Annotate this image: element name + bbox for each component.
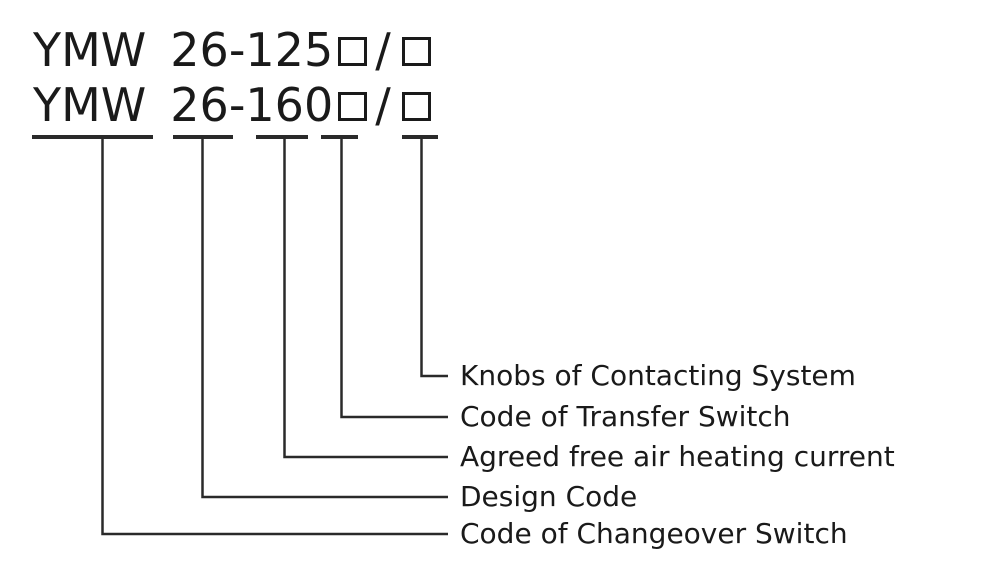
model-numbers: YMW 26-125 / YMW 26-160 /: [33, 23, 431, 133]
model-line-125: YMW 26-125 /: [33, 23, 431, 78]
label-code-of-transfer-switch: Code of Transfer Switch: [460, 400, 791, 433]
slash-separator: /: [375, 23, 391, 77]
placeholder-box-icon: [338, 37, 368, 66]
model-series-text: YMW: [33, 78, 147, 132]
branch-design-code: [201, 137, 448, 499]
model-series-text: YMW: [33, 23, 147, 77]
branch-knobs: [420, 137, 448, 378]
slash-separator: /: [375, 78, 391, 132]
branch-changeover-switch: [101, 137, 448, 536]
label-code-of-changeover-switch: Code of Changeover Switch: [460, 517, 848, 550]
placeholder-box-icon: [401, 92, 431, 121]
branch-transfer-switch: [340, 137, 448, 419]
branch-heating-current: [283, 137, 448, 459]
placeholder-box-icon: [338, 92, 368, 121]
model-line-160: YMW 26-160 /: [33, 78, 431, 133]
model-code-text: 26-160: [170, 78, 334, 132]
label-design-code: Design Code: [460, 480, 638, 513]
placeholder-box-icon: [401, 37, 431, 66]
label-knobs-of-contacting-system: Knobs of Contacting System: [460, 359, 856, 392]
model-code-text: 26-125: [170, 23, 334, 77]
label-agreed-free-air-heating-current: Agreed free air heating current: [460, 440, 895, 473]
